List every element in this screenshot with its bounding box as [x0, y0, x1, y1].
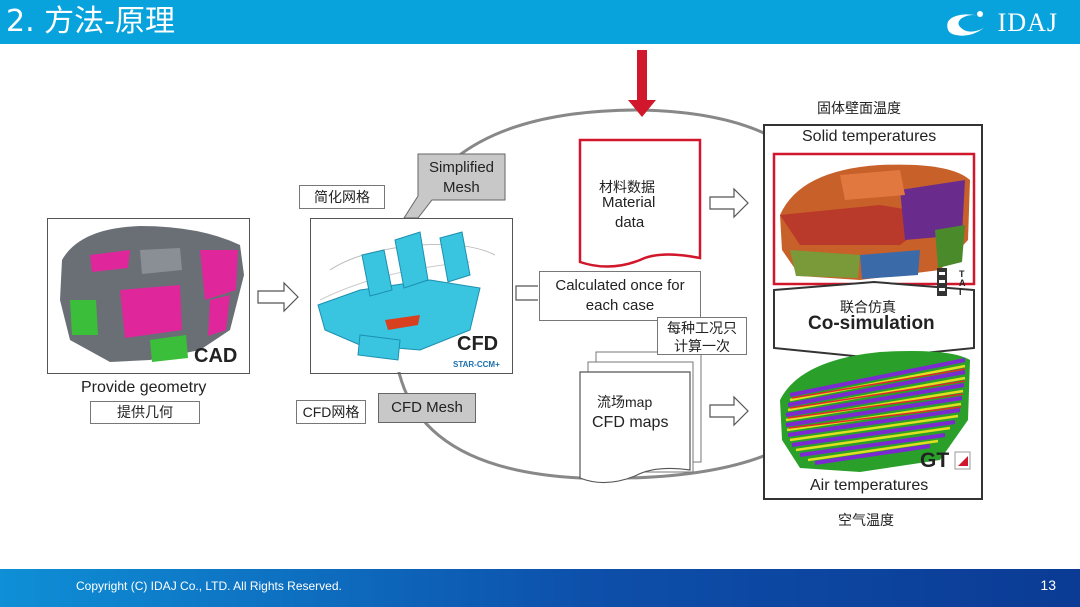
- cad-panel: [47, 218, 250, 374]
- material-label-line2: data: [615, 214, 645, 231]
- air-temp-label: Air temperatures: [810, 477, 929, 494]
- logo-swoosh-icon: [946, 11, 986, 36]
- simplified-mesh-line1: Simplified: [429, 159, 495, 176]
- cosim-label: Co-simulation: [808, 313, 935, 334]
- logo-text: IDAJ: [997, 8, 1058, 37]
- provide-geometry-cn-label: 提供几何: [90, 401, 200, 424]
- cfd-mesh-image: [311, 219, 511, 372]
- flow-map-cn-label: 流场map: [597, 394, 653, 410]
- cfd-label: CFD: [457, 333, 499, 355]
- solid-temp-cn-label: 固体壁面温度: [817, 100, 901, 116]
- cosim-cn-label: 联合仿真: [840, 299, 896, 315]
- star-ccm-label: STAR-CCM+: [453, 360, 500, 369]
- cad-car-image: [48, 219, 248, 372]
- cfd-mesh-label: CFD Mesh: [378, 393, 476, 423]
- calc-once-cn-line1: 每种工况只: [667, 320, 737, 336]
- calc-once-cn-box: 每种工况只 计算一次: [657, 317, 747, 355]
- page-number: 13: [1040, 577, 1056, 593]
- simplified-mesh-cn-label: 简化网格: [299, 185, 385, 209]
- cfd-maps-label: CFD maps: [592, 414, 669, 431]
- idaj-logo: IDAJ: [942, 8, 1058, 38]
- cfd-panel: [310, 218, 513, 374]
- air-temp-cn-label: 空气温度: [838, 512, 894, 528]
- air-temperature-image: [780, 351, 970, 472]
- calculated-once-box: Calculated once for each case: [539, 271, 701, 321]
- calculated-once-line2: each case: [585, 297, 655, 314]
- simplified-mesh-line2: Mesh: [443, 179, 480, 196]
- cad-label: CAD: [194, 345, 238, 367]
- gt-label: GT: [920, 449, 950, 472]
- solid-temperature-image: [780, 164, 970, 280]
- taitherm-label: T A I: [959, 269, 966, 297]
- slide-title: 2. 方法-原理: [6, 4, 175, 39]
- material-label-line1: Material: [602, 194, 656, 211]
- material-cn-label: 材料数据: [599, 179, 655, 195]
- header-bar: 2. 方法-原理 IDAJ: [0, 0, 1080, 44]
- copyright-text: Copyright (C) IDAJ Co., LTD. All Rights …: [76, 579, 342, 593]
- provide-geometry-label: Provide geometry: [81, 379, 207, 396]
- calculated-once-line1: Calculated once for: [555, 277, 685, 294]
- solid-temp-label: Solid temperatures: [802, 128, 937, 145]
- calc-once-cn-line2: 计算一次: [674, 338, 730, 354]
- cfd-mesh-cn-label: CFD网格: [296, 400, 366, 424]
- footer-bar: Copyright (C) IDAJ Co., LTD. All Rights …: [0, 569, 1080, 607]
